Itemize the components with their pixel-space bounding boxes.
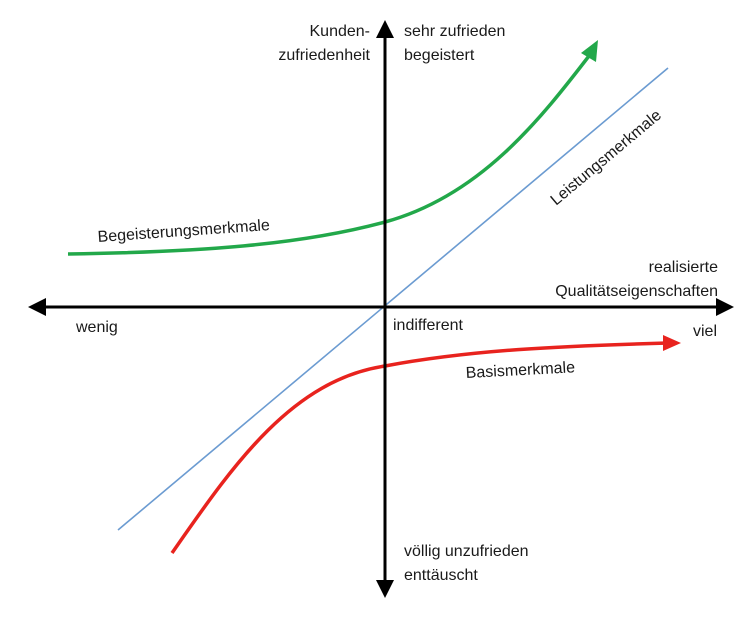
center-label: indifferent [393,317,464,334]
excitement-curve [67,50,594,256]
y-axis-label-line2: zufriedenheit [278,47,370,64]
y-axis-arrow-top [376,20,394,38]
y-axis-top-line2: begeistert [404,47,475,64]
y-axis-bottom-line1: völlig unzufrieden [404,543,529,560]
basic-curve [170,341,669,555]
y-axis-label-line1: Kunden- [310,23,371,40]
x-axis-label-line2: Qualitätseigenschaften [555,283,718,300]
excitement-arrowhead [581,40,598,62]
performance-label: Leistungsmerkmale [548,107,665,209]
basic-arrowhead [663,335,681,351]
y-axis-bottom-line2: enttäuscht [404,567,478,584]
x-axis-arrow-left [28,298,46,316]
performance-line [117,67,669,531]
x-axis-left-label: wenig [75,319,118,336]
excitement-label: Begeisterungsmerkmale [97,217,270,246]
basic-label: Basismerkmale [465,359,575,382]
x-axis-arrow-right [716,298,734,316]
x-axis-label-line1: realisierte [649,259,718,276]
y-axis-arrow-bottom [376,580,394,598]
x-axis-right-label: viel [693,323,717,340]
y-axis-top-line1: sehr zufrieden [404,23,505,40]
